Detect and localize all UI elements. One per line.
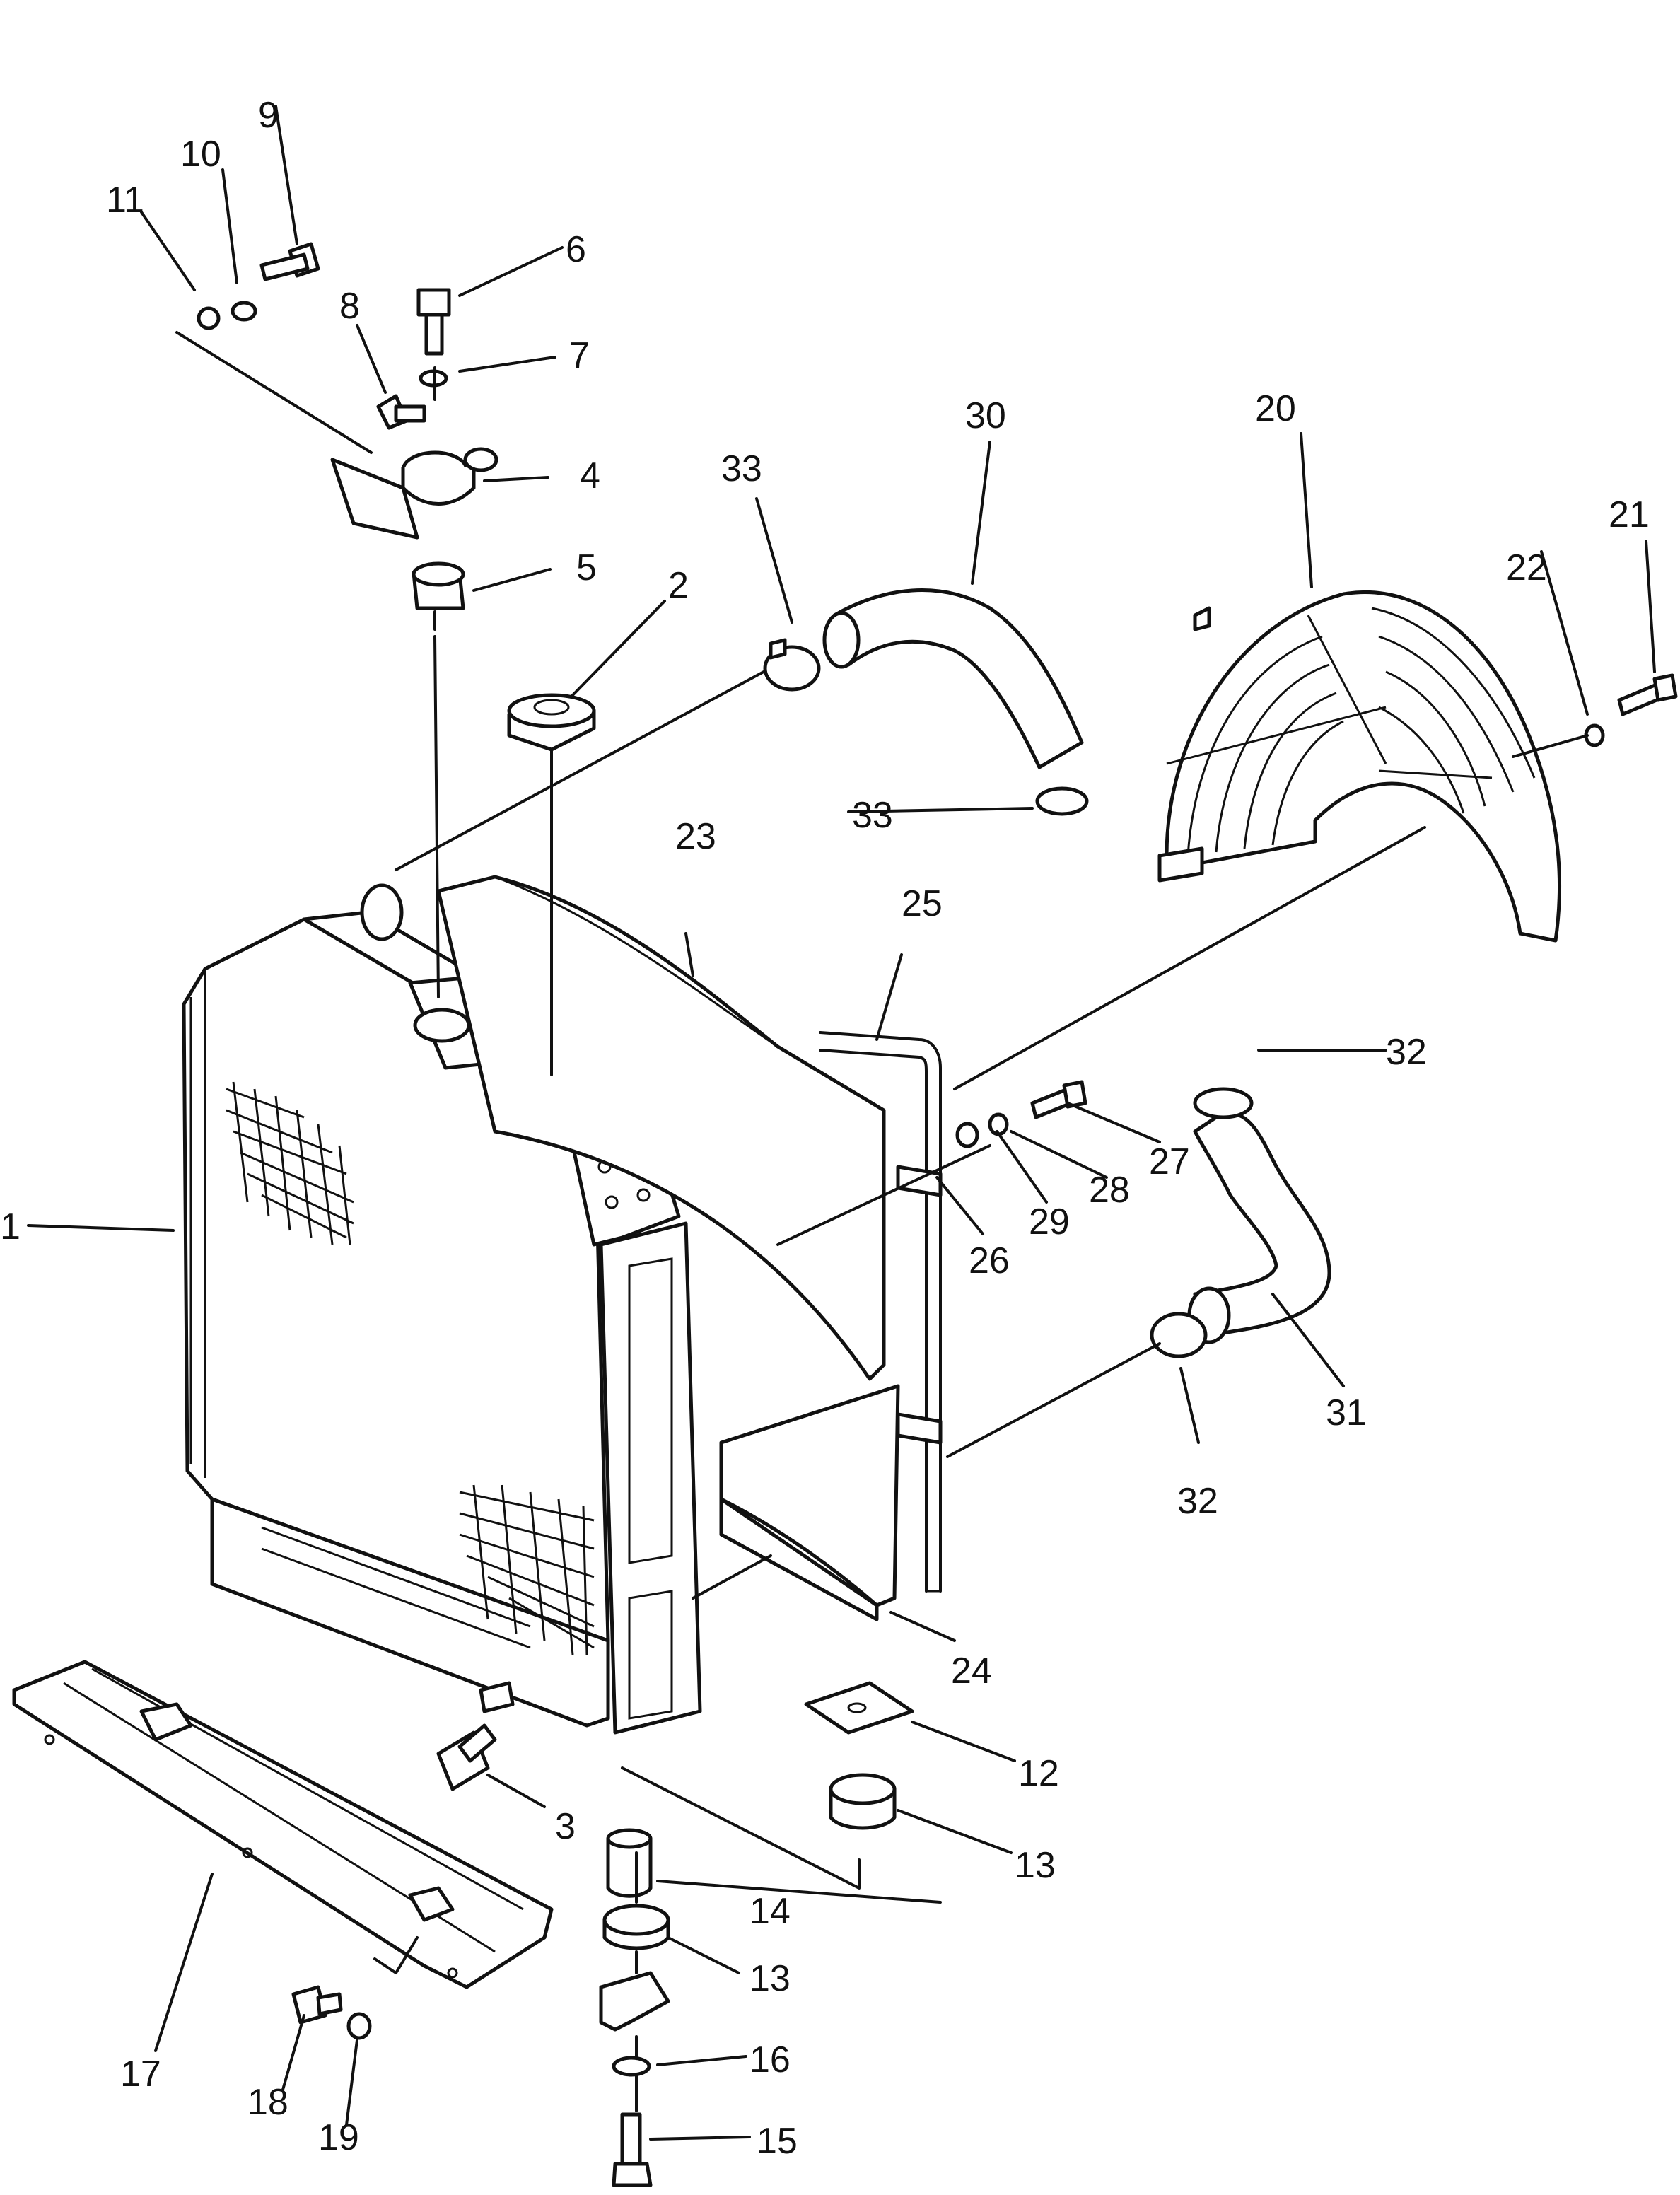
label-32a: 32 bbox=[1386, 1032, 1427, 1073]
label-7: 7 bbox=[569, 335, 590, 376]
label-16: 16 bbox=[749, 2039, 791, 2080]
label-22: 22 bbox=[1506, 547, 1547, 588]
label-2: 2 bbox=[668, 565, 689, 606]
label-18: 18 bbox=[247, 2082, 288, 2123]
label-25: 25 bbox=[902, 883, 943, 924]
leader-lines bbox=[27, 105, 1656, 2141]
label-14: 14 bbox=[749, 1891, 791, 1932]
part-labels: 1 2 3 4 5 6 7 8 9 10 11 12 13 13 14 15 1… bbox=[0, 95, 1650, 2162]
label-8: 8 bbox=[339, 286, 360, 327]
bottom-cover bbox=[12, 1660, 554, 2040]
label-15: 15 bbox=[757, 2121, 798, 2162]
label-28: 28 bbox=[1089, 1170, 1130, 1211]
label-24: 24 bbox=[951, 1650, 992, 1692]
label-11: 11 bbox=[106, 180, 144, 221]
label-31: 31 bbox=[1326, 1392, 1367, 1433]
label-26: 26 bbox=[969, 1240, 1010, 1281]
label-33a: 33 bbox=[721, 448, 762, 489]
lower-mount bbox=[599, 1681, 914, 2187]
label-32b: 32 bbox=[1177, 1481, 1218, 1522]
label-21: 21 bbox=[1609, 494, 1650, 535]
upper-hose bbox=[763, 588, 1089, 816]
label-27: 27 bbox=[1149, 1141, 1190, 1182]
label-5: 5 bbox=[576, 547, 597, 588]
overflow-pipe bbox=[819, 1031, 943, 1593]
label-12: 12 bbox=[1018, 1753, 1059, 1794]
label-4: 4 bbox=[580, 455, 600, 496]
label-3: 3 bbox=[555, 1806, 576, 1847]
lower-hose bbox=[1150, 1087, 1331, 1358]
label-20: 20 bbox=[1255, 388, 1296, 429]
label-1: 1 bbox=[0, 1206, 21, 1247]
label-13a: 13 bbox=[1015, 1845, 1056, 1886]
core-mesh-upper bbox=[226, 1081, 354, 1245]
drain-valve bbox=[436, 1681, 515, 1791]
label-9: 9 bbox=[258, 95, 279, 136]
top-bracket bbox=[197, 242, 498, 610]
label-10: 10 bbox=[180, 134, 221, 175]
label-6: 6 bbox=[566, 229, 586, 270]
fan-shroud bbox=[436, 875, 900, 1621]
label-13b: 13 bbox=[749, 1958, 791, 1999]
guard-bolt bbox=[1584, 673, 1678, 747]
core-mesh-lower bbox=[459, 1484, 595, 1655]
label-29: 29 bbox=[1029, 1201, 1070, 1242]
label-30: 30 bbox=[965, 395, 1006, 436]
label-17: 17 bbox=[120, 2054, 161, 2095]
label-23: 23 bbox=[675, 816, 716, 857]
radiator-cap bbox=[507, 693, 596, 752]
label-19: 19 bbox=[318, 2117, 359, 2158]
fan-guard bbox=[1157, 590, 1562, 943]
label-33b: 33 bbox=[852, 795, 893, 836]
